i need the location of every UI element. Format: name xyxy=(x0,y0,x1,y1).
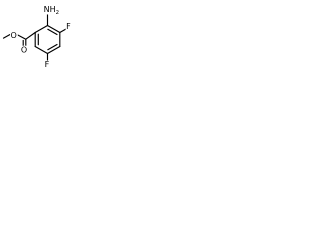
molecule-canvas: NH2 F F O O xyxy=(0,0,82,82)
carbonyl-oxygen-label: O xyxy=(21,46,27,55)
ring-bond-c5-c6 xyxy=(34,45,49,55)
molecule-structure: NH2 F F O O xyxy=(2,5,72,70)
amine-subscript: 2 xyxy=(56,10,59,16)
bond-c3-fluorine-top xyxy=(59,28,67,34)
ring-double-bond-inner-c4-c5 xyxy=(47,43,58,51)
bond-carbonyl-carbon-ester-oxygen xyxy=(17,34,27,40)
ring-bond-c1-c2 xyxy=(34,24,49,34)
fluorine-top-label-background xyxy=(65,22,72,31)
ester-oxygen-label: O xyxy=(11,31,17,40)
fluorine-bottom-label: F xyxy=(45,60,50,69)
amine-label-background xyxy=(43,5,58,15)
amine-main-text: NH xyxy=(44,5,56,14)
ring-double-bond-inner-c2-c3 xyxy=(47,28,58,36)
fluorine-bottom-label-background xyxy=(44,60,51,70)
amine-label: NH2 xyxy=(44,5,59,16)
carbonyl-oxygen-label-background xyxy=(20,45,29,55)
fluorine-top-label: F xyxy=(66,22,71,31)
ring-bond-c2-c3 xyxy=(46,24,61,34)
ester-oxygen-label-background xyxy=(10,31,18,40)
bond-ring-carbonyl-carbon xyxy=(25,31,36,40)
ring-bond-c4-c5 xyxy=(46,45,61,55)
bond-ester-oxygen-methyl xyxy=(2,34,11,39)
